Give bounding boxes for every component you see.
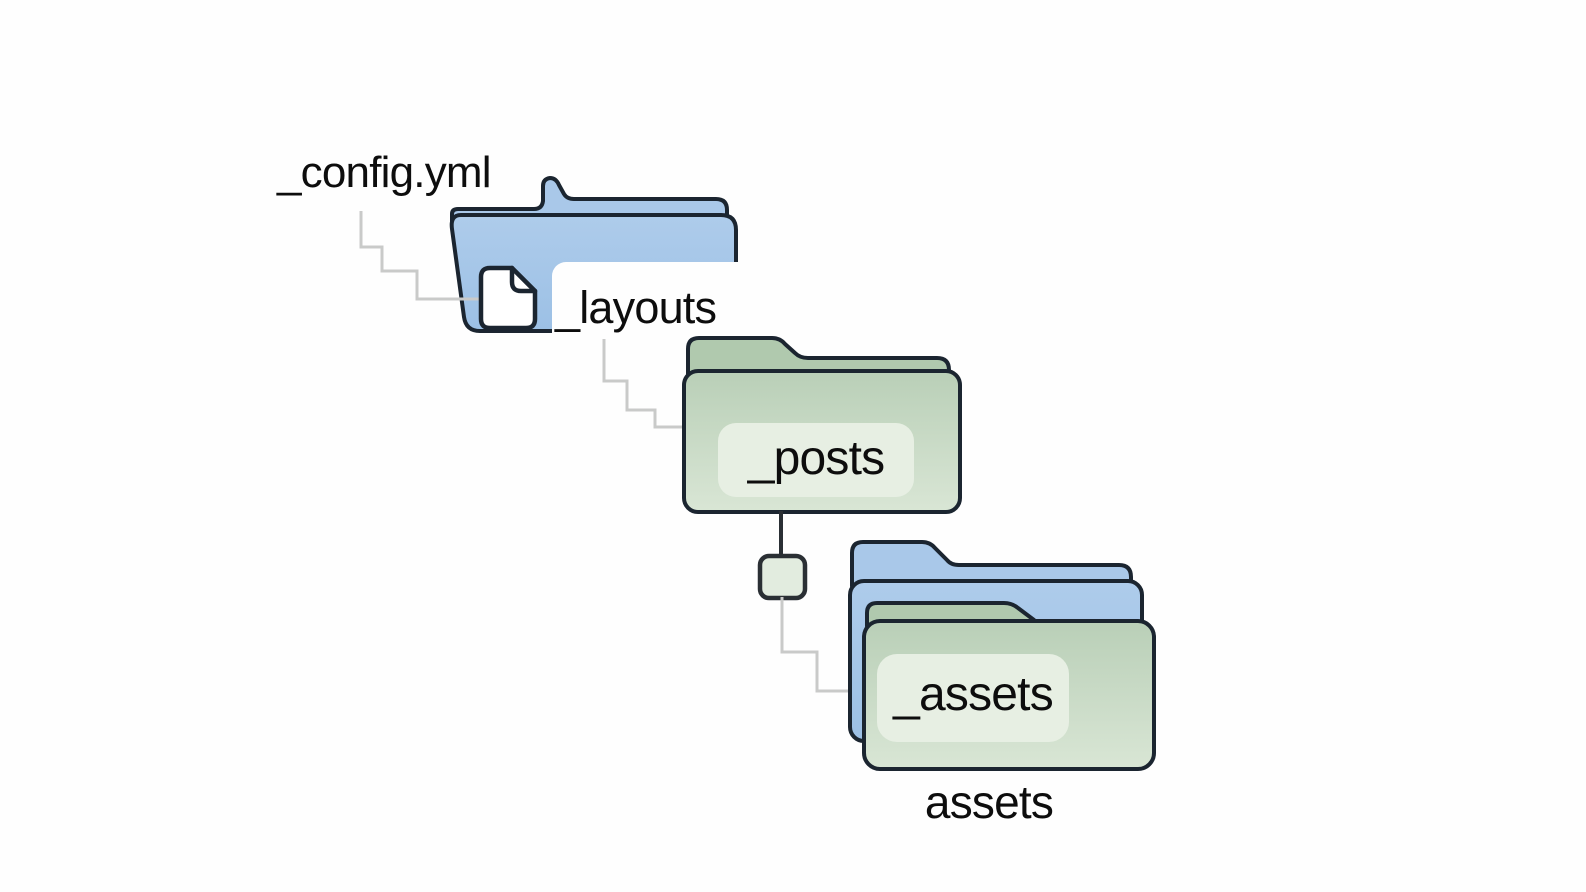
tree-node-square xyxy=(757,553,808,601)
connector-node-to-assets xyxy=(780,597,867,693)
connector-config-to-layouts xyxy=(359,211,479,301)
assets-label-pill xyxy=(877,654,1069,742)
assets-public-folder-label: assets xyxy=(924,776,1054,828)
assets-blue-folder-tab xyxy=(850,540,1133,588)
posts-folder-icon xyxy=(682,336,962,514)
posts-folder-tab xyxy=(686,336,951,378)
config-file-icon xyxy=(478,265,538,331)
connector-layouts-to-posts xyxy=(602,339,687,429)
config-file-label: _config.yml xyxy=(277,148,492,197)
assets-green-folder-icon xyxy=(862,601,1156,771)
layouts-folder-label: _layouts xyxy=(555,282,717,333)
assets-private-folder-label: _assets xyxy=(893,668,1054,721)
layouts-folder-tab xyxy=(450,176,729,226)
posts-folder-label: _posts xyxy=(747,432,885,485)
posts-label-pill xyxy=(718,423,914,497)
